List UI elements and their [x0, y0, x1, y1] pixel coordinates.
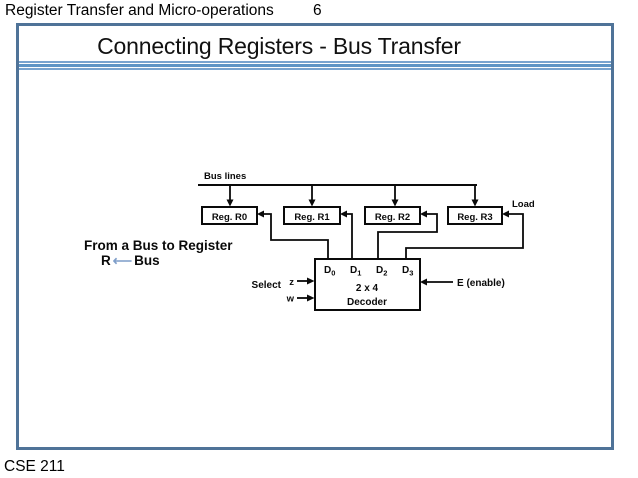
page-number: 6	[313, 2, 322, 19]
left-arrow-icon: ⟵	[112, 253, 133, 269]
select-input-z-label: z	[289, 277, 294, 288]
caption-line1: From a Bus to Register	[84, 238, 233, 253]
register-box-r0	[201, 206, 258, 225]
slide-title: Connecting Registers - Bus Transfer	[97, 33, 461, 59]
decoder-output-d0-base: D	[324, 265, 331, 276]
down-arrowhead-icon	[471, 199, 479, 207]
decoder-output-d1-base: D	[350, 265, 357, 276]
decoder-output-d3: D3	[402, 265, 413, 278]
underline-thin-bottom	[19, 68, 611, 70]
caption-line2: R⟵Bus	[101, 253, 233, 268]
slide-frame: Connecting Registers - Bus Transfer	[16, 23, 614, 450]
decoder-output-d0-sub: 0	[331, 269, 335, 278]
load-wire-r1	[346, 213, 353, 259]
down-arrowhead-icon	[391, 199, 399, 207]
down-arrowhead-icon	[226, 199, 234, 207]
register-label-r2: Reg. R2	[375, 212, 410, 223]
caption-from-bus: From a Bus to Register R⟵Bus	[84, 238, 233, 268]
header-title: Register Transfer and Micro-operations	[5, 2, 274, 19]
footer-course: CSE 211	[4, 458, 65, 475]
left-arrowhead-icon	[340, 210, 347, 218]
register-label-r0: Reg. R0	[212, 212, 247, 223]
decoder-name-label: Decoder	[347, 297, 387, 308]
left-arrowhead-icon	[420, 210, 427, 218]
select-input-w-label: w	[286, 294, 295, 305]
register-box-r3	[447, 206, 503, 225]
select-label: Select	[252, 280, 282, 291]
decoder-box	[314, 258, 421, 311]
caption-dest: R	[101, 253, 111, 269]
load-wire-r0	[263, 213, 329, 259]
decoder-output-d1-sub: 1	[357, 269, 361, 278]
register-box-r1	[283, 206, 341, 225]
load-wire-r2	[377, 213, 438, 259]
right-arrowhead-icon	[307, 294, 315, 302]
decoder-output-d2-base: D	[376, 265, 383, 276]
left-arrowhead-icon	[502, 210, 509, 218]
left-arrowhead-icon	[257, 210, 264, 218]
decoder-output-d1: D1	[350, 265, 361, 278]
right-arrowhead-icon	[307, 277, 315, 285]
underline-thin-top	[19, 61, 611, 63]
register-box-r2	[364, 206, 421, 225]
underline-thick	[19, 64, 611, 67]
left-arrowhead-icon	[420, 278, 427, 286]
register-label-r1: Reg. R1	[294, 212, 330, 223]
decoder-output-d2-sub: 2	[383, 269, 387, 278]
decoder-output-d0: D0	[324, 265, 335, 278]
decoder-output-d2: D2	[376, 265, 387, 278]
register-label-r3: Reg. R3	[457, 212, 492, 223]
decoder-output-d3-sub: 3	[409, 269, 413, 278]
load-label: Load	[512, 199, 535, 210]
bus-lines-label: Bus lines	[204, 171, 246, 182]
title-underline	[19, 61, 611, 70]
decoder-output-d3-base: D	[402, 265, 409, 276]
decoder-size-label: 2 x 4	[356, 283, 379, 294]
caption-src: Bus	[134, 253, 160, 269]
load-wire-r3	[405, 213, 524, 259]
down-arrowhead-icon	[308, 199, 316, 207]
enable-label: E (enable)	[457, 278, 505, 289]
